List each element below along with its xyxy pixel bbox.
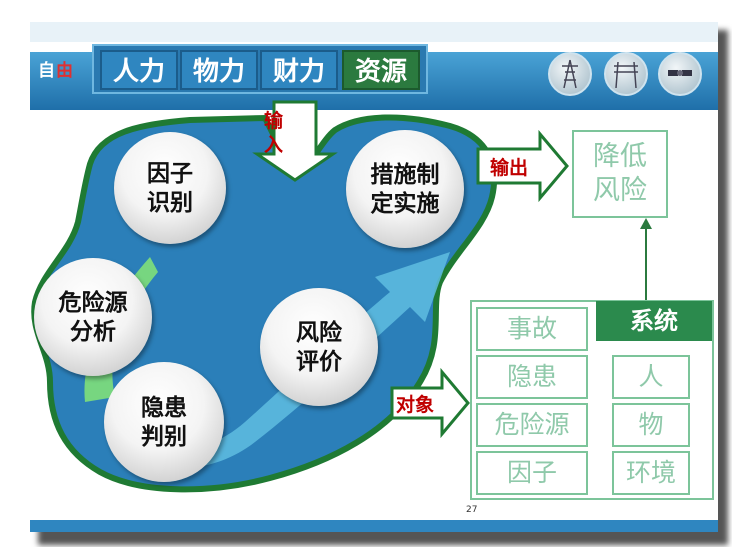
step-measures: 措施制定实施: [346, 130, 464, 248]
result-line1: 降低: [593, 141, 647, 172]
logo-char-b: 由: [56, 61, 74, 81]
step-hidden-danger: 隐患判别: [104, 362, 224, 482]
logo-char-a: 自: [38, 61, 56, 81]
resource-bar: 人力 物力 财力 资源: [92, 44, 428, 94]
output-arrow: [476, 129, 569, 203]
result-box: 降低风险: [572, 130, 668, 218]
step-factor-identification-line1: 因子: [147, 160, 193, 187]
object-person: 人: [612, 355, 690, 399]
power-tower-icon: [548, 52, 592, 96]
input-label-1: 输: [264, 110, 284, 132]
slide: 自由 人力 物力 财力 资源 输 入 输出 对象: [30, 22, 718, 532]
resource-total: 资源: [342, 50, 420, 90]
object-hidden-danger: 隐患: [476, 355, 588, 399]
object-hazard-source: 危险源: [476, 403, 588, 447]
resource-manpower: 人力: [100, 50, 178, 90]
step-factor-identification: 因子识别: [114, 132, 226, 244]
footer-bar: [30, 520, 718, 532]
step-measures-line2: 定实施: [370, 190, 440, 217]
step-hidden-danger-line1: 隐患: [141, 394, 187, 421]
step-factor-identification-line2: 识别: [147, 189, 193, 216]
step-hazard-analysis-line2: 分析: [70, 318, 116, 345]
step-risk-evaluation-line2: 评价: [296, 348, 342, 375]
input-arrow: [252, 100, 338, 182]
input-label-2: 入: [264, 134, 284, 156]
step-risk-evaluation: 风险评价: [260, 288, 378, 406]
step-risk-evaluation-line1: 风险: [296, 319, 342, 346]
power-line-icon: [604, 52, 648, 96]
object-environment: 环境: [612, 451, 690, 495]
process-swoosh: [110, 252, 450, 468]
object-accident: 事故: [476, 307, 588, 351]
page-number: 27: [466, 505, 478, 515]
object-material: 物: [612, 403, 690, 447]
logo: 自由: [38, 56, 74, 81]
step-hazard-analysis: 危险源分析: [34, 258, 152, 376]
output-label: 输出: [490, 157, 529, 179]
resource-finance: 财力: [260, 50, 338, 90]
step-hazard-analysis-line1: 危险源: [58, 289, 128, 316]
feedback-arrowhead: [640, 218, 652, 229]
step-hidden-danger-line2: 判别: [141, 423, 187, 450]
object-factor: 因子: [476, 451, 588, 495]
result-line2: 风险: [593, 175, 647, 206]
header-light-strip: [30, 22, 718, 42]
object-arrow: [390, 367, 470, 439]
satellite-icon: [658, 52, 702, 96]
resource-material: 物力: [180, 50, 258, 90]
step-measures-line1: 措施制: [370, 161, 440, 188]
object-label: 对象: [396, 394, 435, 416]
system-title: 系统: [596, 301, 712, 341]
